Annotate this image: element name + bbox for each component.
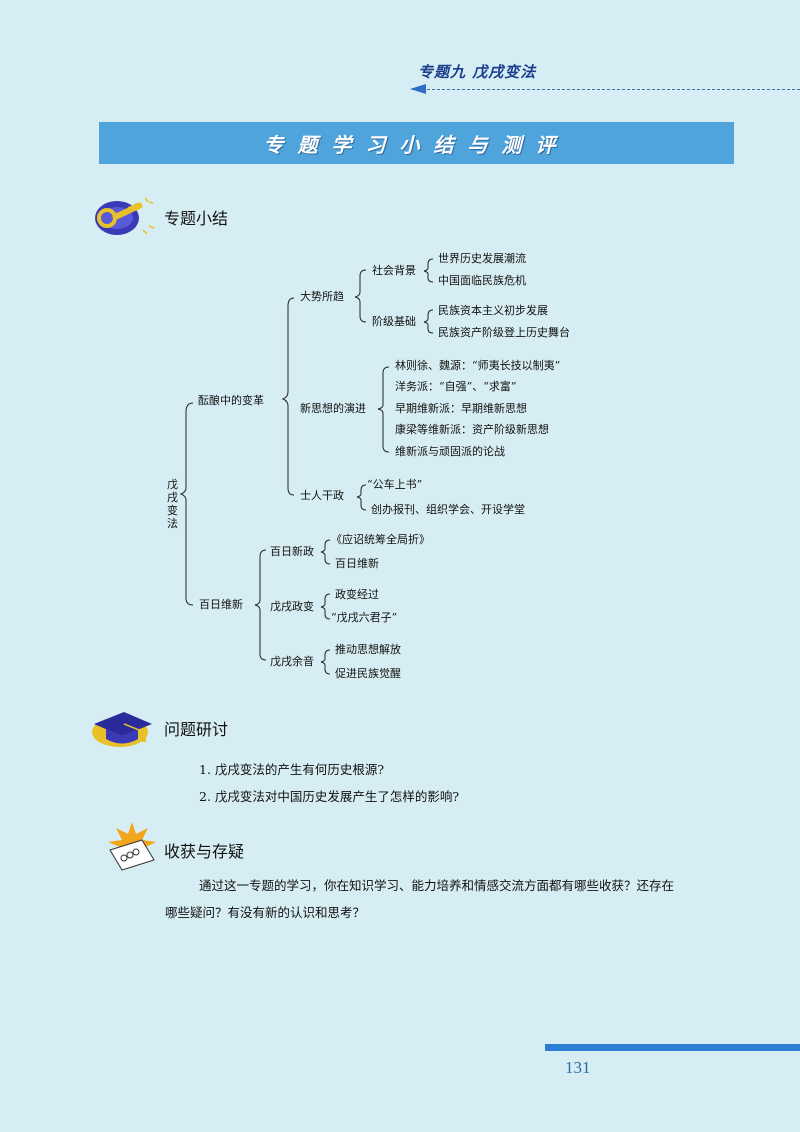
notebook-burst-icon bbox=[104, 820, 160, 872]
leaf-coup-2: “戊戌六君子” bbox=[331, 611, 398, 624]
summary-section-title: 专题小结 bbox=[164, 209, 229, 228]
key-icon bbox=[93, 196, 155, 240]
mindmap-root: 戊戌变法 bbox=[167, 478, 178, 530]
leaf-class-1: 民族资本主义初步发展 bbox=[438, 304, 548, 317]
node-hundred-days: 百日维新 bbox=[199, 598, 243, 611]
leaf-thought-3: 早期维新派：早期维新思想 bbox=[395, 402, 527, 415]
leaf-thought-1: 林则徐、魏源：“师夷长技以制夷” bbox=[395, 359, 561, 372]
discussion-section-title: 问题研讨 bbox=[164, 720, 229, 739]
node-coup: 戊戌政变 bbox=[270, 600, 314, 613]
leaf-class-2: 民族资产阶级登上历史舞台 bbox=[438, 326, 570, 339]
graduation-cap-icon bbox=[90, 706, 154, 750]
leaf-social-2: 中国面临民族危机 bbox=[438, 274, 526, 287]
node-trend: 大势所趋 bbox=[300, 290, 344, 303]
discussion-question-2: 2. 戊戌变法对中国历史发展产生了怎样的影响? bbox=[199, 789, 460, 804]
leaf-thought-2: 洋务派：“自强”、“求富” bbox=[395, 380, 517, 393]
node-echo: 戊戌余音 bbox=[270, 655, 314, 668]
node-social: 社会背景 bbox=[372, 264, 416, 277]
node-brewing: 酝酿中的变革 bbox=[198, 394, 264, 407]
leaf-scholar-2: 创办报刊、组织学会、开设学堂 bbox=[371, 503, 525, 516]
chapter-header-title: 专题九 戊戌变法 bbox=[418, 63, 537, 81]
leaf-thought-5: 维新派与顽固派的论战 bbox=[395, 445, 505, 458]
leaf-echo-1: 推动思想解放 bbox=[335, 643, 401, 656]
node-class: 阶级基础 bbox=[372, 315, 416, 328]
page-number: 131 bbox=[565, 1058, 591, 1077]
section-banner: 专题学习小结与测评 bbox=[99, 122, 734, 164]
node-scholar: 士人干政 bbox=[300, 489, 344, 502]
leaf-newpolicy-2: 百日维新 bbox=[335, 557, 379, 570]
footer-bar bbox=[545, 1044, 800, 1051]
gains-section-title: 收获与存疑 bbox=[164, 842, 245, 861]
gains-paragraph-line-2: 哪些疑问？有没有新的认识和思考？ bbox=[165, 905, 366, 920]
leaf-echo-2: 促进民族觉醒 bbox=[335, 667, 401, 680]
leaf-social-1: 世界历史发展潮流 bbox=[438, 252, 526, 265]
banner-title: 专题学习小结与测评 bbox=[263, 132, 570, 157]
leaf-newpolicy-1: 《应诏统筹全局折》 bbox=[331, 533, 430, 546]
discussion-question-1: 1. 戊戌变法的产生有何历史根源? bbox=[199, 762, 385, 777]
leaf-thought-4: 康梁等维新派：资产阶级新思想 bbox=[395, 423, 549, 436]
node-thought: 新思想的演进 bbox=[300, 402, 366, 415]
header-dashed-divider bbox=[412, 89, 800, 90]
leaf-coup-1: 政变经过 bbox=[335, 588, 379, 601]
node-new-policy: 百日新政 bbox=[270, 545, 314, 558]
leaf-scholar-1: “公车上书” bbox=[367, 478, 423, 491]
gains-paragraph-line-1: 通过这一专题的学习，你在知识学习、能力培养和情感交流方面都有哪些收获？还存在 bbox=[199, 878, 675, 893]
